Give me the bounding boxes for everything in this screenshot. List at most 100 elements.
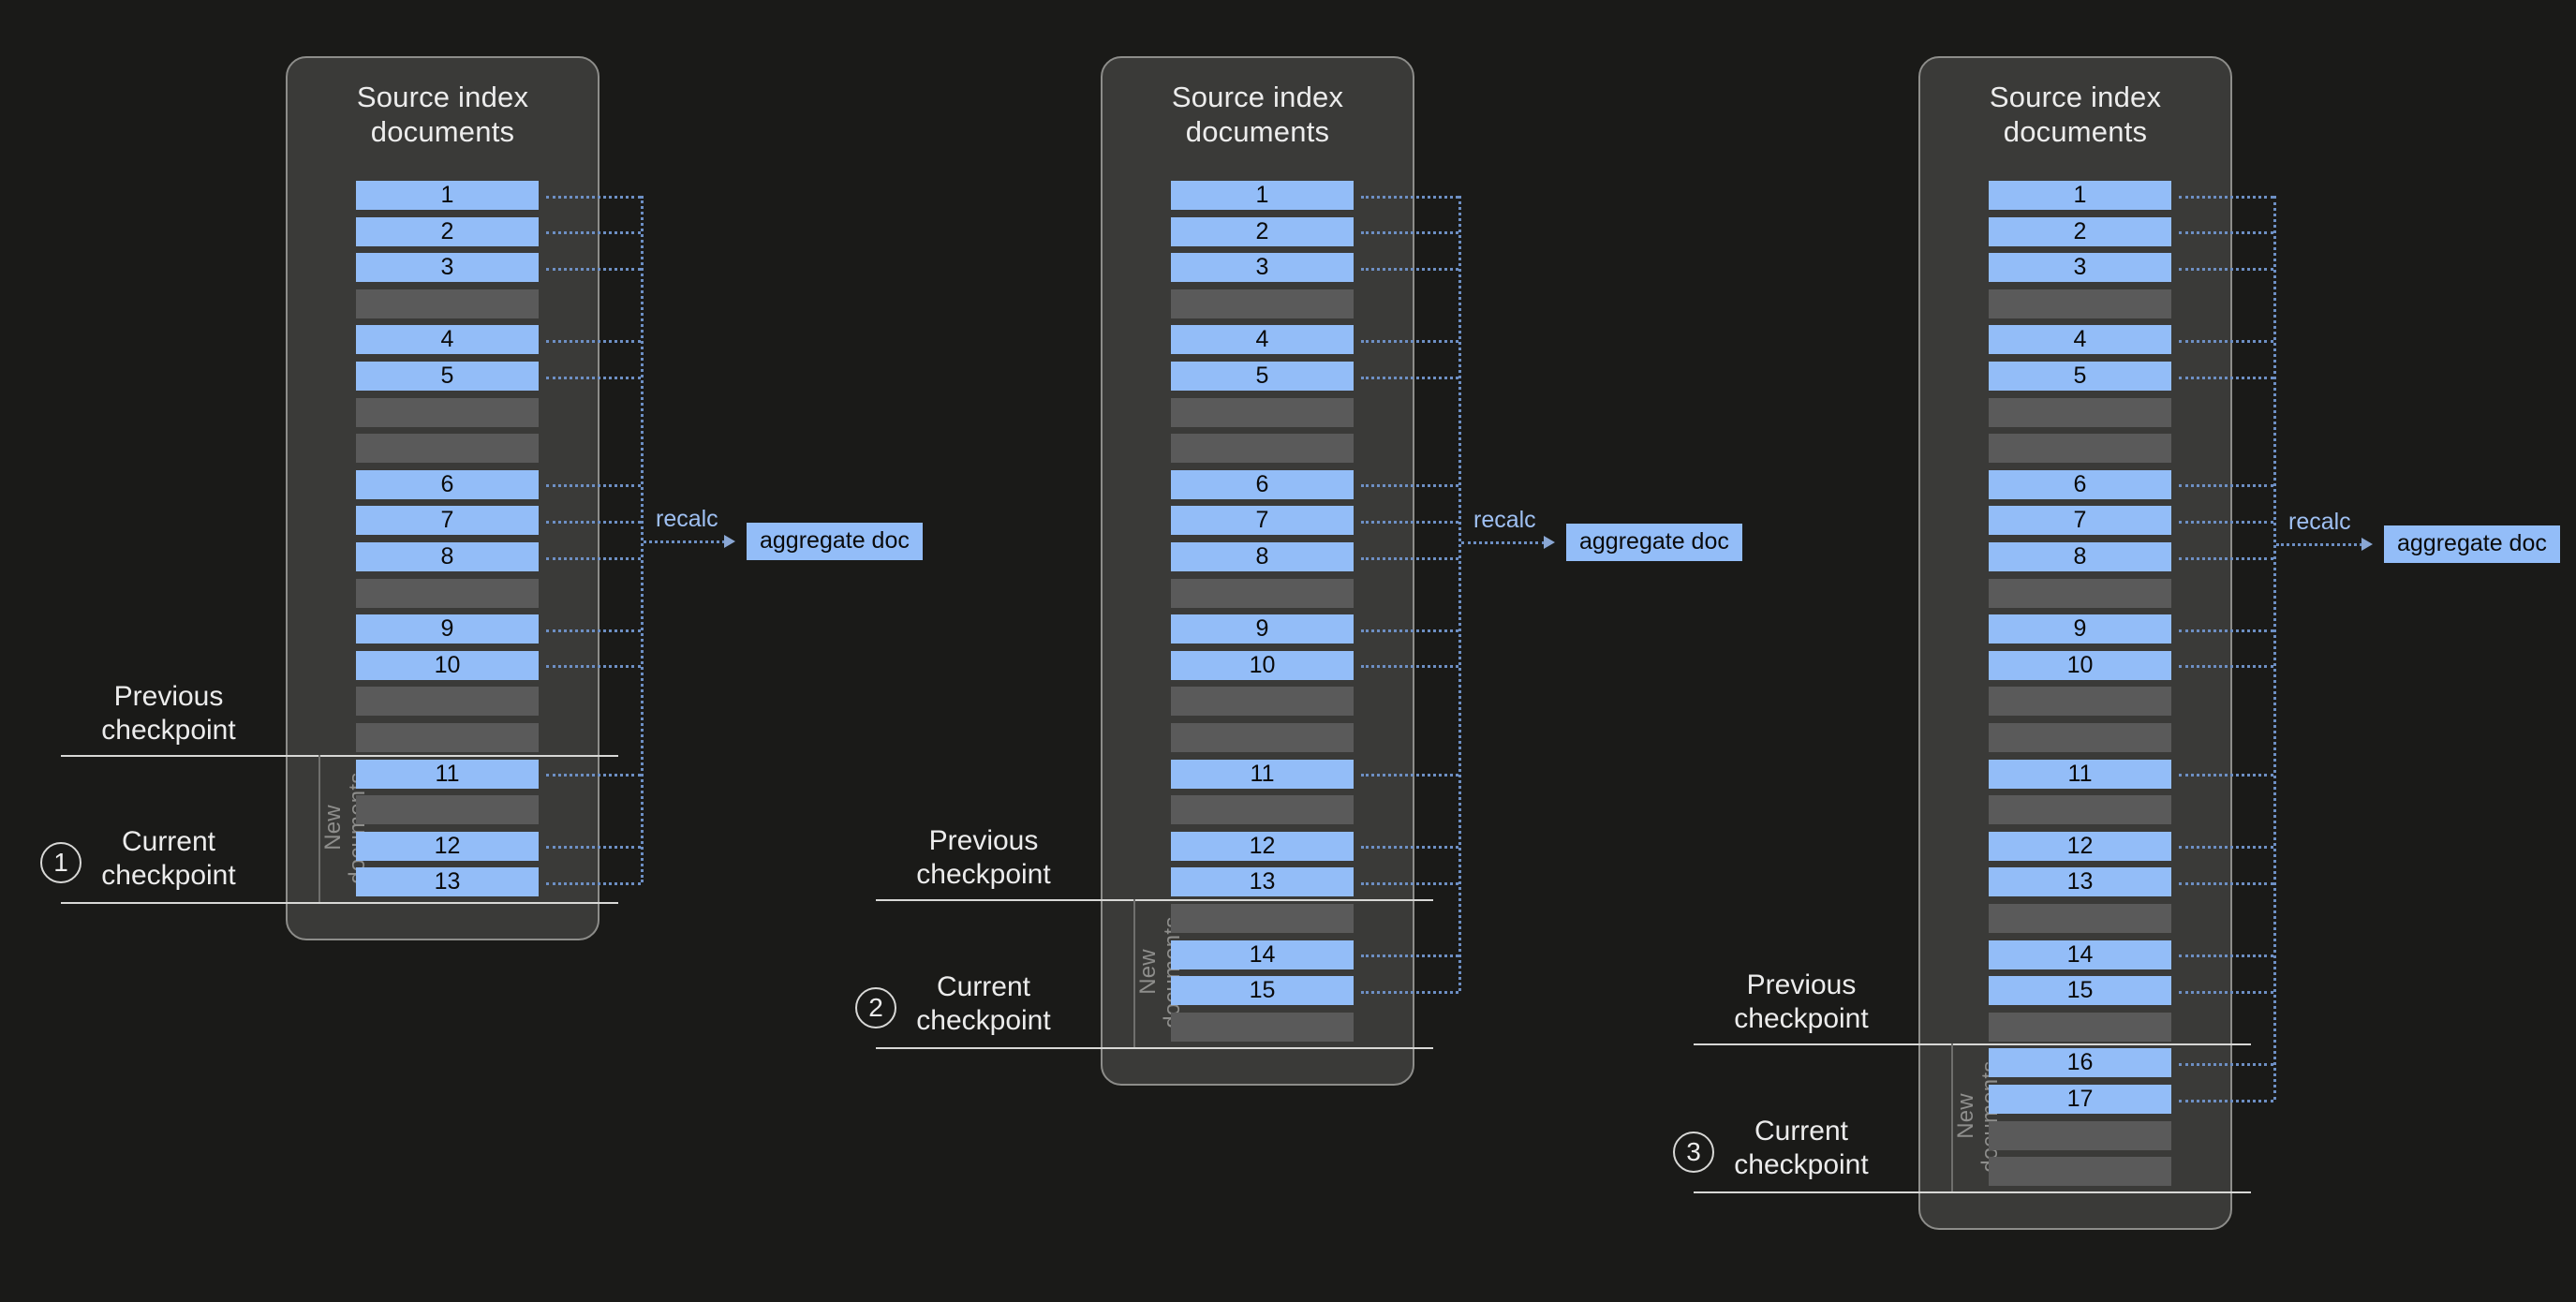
- connector-bus: [1458, 195, 1461, 991]
- connector-line: [2179, 267, 2273, 271]
- connector-line: [546, 339, 641, 343]
- document-row: 2: [1171, 216, 1354, 246]
- panel-title: Source index documents: [356, 81, 529, 148]
- connector-line: [2179, 629, 2273, 632]
- connector-line: [1361, 990, 1458, 994]
- empty-row: [1171, 434, 1354, 464]
- connector-line: [2179, 990, 2273, 994]
- connector-line: [1361, 665, 1458, 669]
- current-checkpoint-line: [876, 1046, 1433, 1049]
- empty-row: [356, 397, 539, 427]
- recalc-arrow-line: [1461, 541, 1545, 544]
- document-row: 13: [356, 867, 539, 897]
- empty-row: [1171, 1012, 1354, 1042]
- current-checkpoint-line: [1694, 1191, 2251, 1194]
- connector-line: [546, 881, 641, 885]
- empty-row: [1989, 795, 2171, 825]
- empty-row: [1989, 434, 2171, 464]
- empty-row: [1989, 1157, 2171, 1187]
- empty-row: [1989, 687, 2171, 717]
- previous-checkpoint-line: [61, 754, 618, 757]
- previous-checkpoint-label: Previous checkpoint: [1734, 969, 1869, 1035]
- connector-line: [2179, 484, 2273, 488]
- document-row: 8: [356, 542, 539, 571]
- document-row: 9: [356, 614, 539, 644]
- empty-row: [1989, 397, 2171, 427]
- empty-row: [1989, 1012, 2171, 1042]
- document-row: 5: [1171, 362, 1354, 391]
- step-badge-2: 2: [855, 986, 896, 1028]
- current-checkpoint-label: Current checkpoint: [1734, 1116, 1869, 1181]
- document-row: 17: [1989, 1085, 2171, 1114]
- connector-line: [2179, 665, 2273, 669]
- aggregate-doc-box: aggregate doc: [1566, 524, 1742, 561]
- connector-line: [546, 195, 641, 199]
- document-row: 1: [1989, 181, 2171, 210]
- connector-bus: [641, 195, 644, 882]
- document-row: 9: [1989, 614, 2171, 644]
- connector-line: [2179, 339, 2273, 343]
- new-documents-rule: [1133, 899, 1135, 1047]
- recalc-label: recalc: [2288, 509, 2351, 535]
- connector-line: [546, 520, 641, 524]
- connector-line: [546, 665, 641, 669]
- document-row: 15: [1171, 976, 1354, 1006]
- document-row: 4: [356, 325, 539, 355]
- empty-row: [1171, 578, 1354, 608]
- document-row: 14: [1171, 940, 1354, 969]
- document-row: 1: [1171, 181, 1354, 210]
- panel-title: Source index documents: [1989, 81, 2162, 148]
- connector-line: [1361, 376, 1458, 379]
- empty-row: [1171, 904, 1354, 933]
- connector-line: [1361, 629, 1458, 632]
- connector-line: [546, 556, 641, 560]
- empty-row: [1171, 723, 1354, 752]
- recalc-arrow-head: [1544, 536, 1555, 549]
- document-row: 13: [1171, 867, 1354, 897]
- document-row: 2: [1989, 216, 2171, 246]
- document-row: 11: [356, 759, 539, 789]
- empty-row: [356, 687, 539, 717]
- connector-line: [1361, 954, 1458, 958]
- current-checkpoint-label: Current checkpoint: [916, 970, 1051, 1036]
- empty-row: [1989, 723, 2171, 752]
- empty-row: [1989, 904, 2171, 933]
- connector-line: [2179, 1099, 2273, 1102]
- empty-row: [356, 289, 539, 318]
- empty-row: [356, 578, 539, 608]
- document-row: 11: [1989, 759, 2171, 789]
- document-row: 9: [1171, 614, 1354, 644]
- connector-line: [546, 267, 641, 271]
- connector-line: [2179, 846, 2273, 850]
- document-row: 12: [356, 831, 539, 861]
- document-row: 12: [1171, 831, 1354, 861]
- recalc-label: recalc: [656, 506, 718, 532]
- document-row: 15: [1989, 976, 2171, 1006]
- previous-checkpoint-line: [876, 899, 1433, 901]
- empty-row: [1171, 687, 1354, 717]
- step-badge-3: 3: [1673, 1132, 1714, 1174]
- document-row: 7: [1171, 506, 1354, 536]
- connector-line: [2179, 556, 2273, 560]
- document-row: 1: [356, 181, 539, 210]
- document-row: 16: [1989, 1048, 2171, 1078]
- document-row: 3: [1171, 253, 1354, 283]
- connector-line: [546, 231, 641, 235]
- document-row: 14: [1989, 940, 2171, 969]
- empty-row: [1171, 289, 1354, 318]
- connector-line: [1361, 846, 1458, 850]
- previous-checkpoint-label: Previous checkpoint: [916, 825, 1051, 890]
- connector-line: [546, 484, 641, 488]
- connector-line: [2179, 881, 2273, 885]
- connector-line: [546, 376, 641, 379]
- document-row: 11: [1171, 759, 1354, 789]
- recalc-arrow-head: [724, 535, 735, 548]
- connector-line: [1361, 556, 1458, 560]
- document-row: 8: [1171, 542, 1354, 571]
- panel-title: Source index documents: [1171, 81, 1344, 148]
- empty-row: [356, 795, 539, 825]
- connector-line: [1361, 520, 1458, 524]
- document-row: 3: [356, 253, 539, 283]
